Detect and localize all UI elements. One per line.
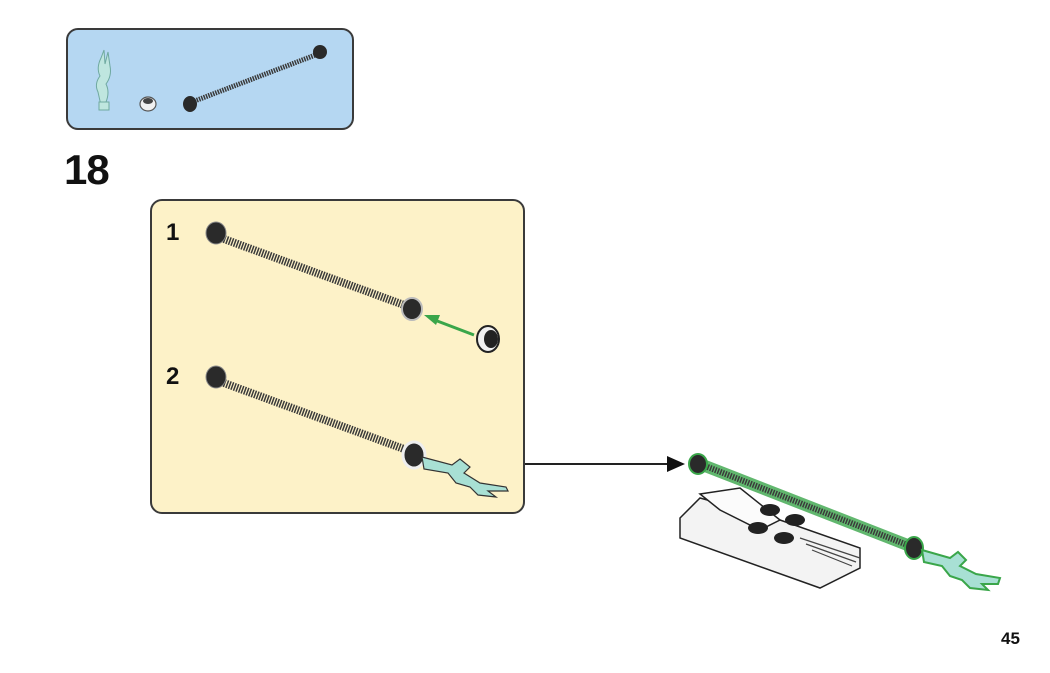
- substep-callout: 1 2: [150, 199, 525, 514]
- parts-illustration: [95, 45, 327, 112]
- substep-2-hose-icon: [205, 365, 427, 470]
- substep-illustration: [205, 221, 509, 498]
- flame-piece-icon: [421, 456, 509, 498]
- round-plate-icon: [139, 96, 157, 112]
- flexible-hose-icon: [183, 45, 327, 112]
- base-brick-icon: [679, 487, 861, 589]
- round-plate-icon: [476, 325, 500, 353]
- flame-piece-icon: [95, 49, 111, 111]
- substep-2-label: 2: [166, 363, 180, 390]
- step-number: 18: [64, 146, 110, 193]
- highlighted-hose-icon: [688, 453, 1002, 592]
- page-number: 45: [1001, 629, 1020, 648]
- substep-1-label: 1: [166, 219, 180, 246]
- pointer-arrow-icon: [525, 456, 685, 472]
- parts-list-callout: [66, 28, 354, 130]
- assembled-model-illustration: [679, 453, 1002, 592]
- substep-1-hose-icon: [205, 221, 423, 321]
- insert-arrow-icon: [424, 315, 475, 337]
